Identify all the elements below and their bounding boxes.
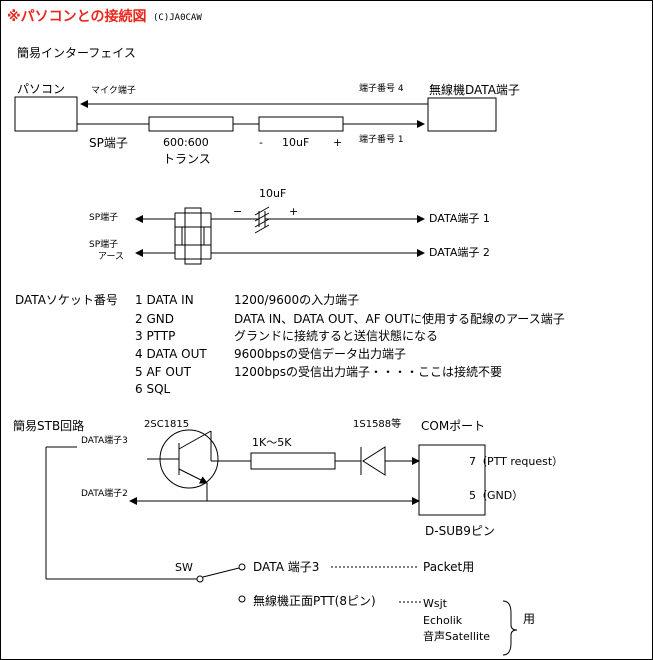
switch-lever bbox=[202, 567, 240, 578]
radio-data-label: 無線機DATA端子 bbox=[429, 83, 520, 97]
cable-cap-value: 10uF bbox=[259, 187, 287, 200]
terminal-1-label: 端子番号 1 bbox=[359, 135, 404, 145]
com-port-label: COMポート bbox=[421, 419, 486, 433]
emitter bbox=[178, 468, 208, 484]
socket-desc: グランドに接続すると送信状態になる bbox=[234, 329, 439, 343]
stb-data-terminal-2: DATA端子2 bbox=[81, 489, 128, 499]
socket-pin: 3 PTTP bbox=[135, 329, 176, 343]
socket-pin: 5 AF OUT bbox=[135, 365, 191, 379]
stb-data-terminal-3: DATA端子3 bbox=[81, 436, 128, 446]
sp-terminal-label: SP端子 bbox=[89, 136, 128, 150]
page-title: ※パソコンとの接続図 bbox=[7, 9, 147, 25]
collector bbox=[178, 430, 212, 450]
socket-pin: 6 SQL bbox=[135, 382, 171, 396]
terminal-4-label: 端子番号 4 bbox=[359, 84, 404, 94]
app-voice-satellite: 音声Satellite bbox=[423, 630, 491, 643]
diode-symbol bbox=[362, 446, 386, 476]
pc-label: パソコン bbox=[17, 82, 66, 96]
pc-box bbox=[14, 96, 78, 132]
cable-cap-plus: + bbox=[289, 205, 299, 218]
cap-minus: - bbox=[259, 136, 263, 149]
packet-use-label: Packet用 bbox=[423, 560, 475, 574]
pos2-dash bbox=[399, 601, 421, 603]
transformer-label: トランス bbox=[163, 152, 211, 166]
transformer-ratio: 600:600 bbox=[163, 136, 209, 149]
ground-label: アース bbox=[98, 252, 125, 262]
plug-body bbox=[184, 207, 202, 265]
credit: (C)JA0CAW bbox=[153, 13, 202, 23]
socket-heading: DATAソケット番号 bbox=[15, 293, 118, 307]
socket-desc: 1200bpsの受信出力端子・・・・ここは接続不要 bbox=[234, 365, 503, 379]
switch-pos-2-label: 無線機正面PTT(8ピン) bbox=[253, 594, 376, 608]
com-pin-7: 7（PTT request） bbox=[469, 455, 564, 468]
capacitor-box bbox=[258, 116, 344, 132]
stb-heading: 簡易STB回路 bbox=[13, 419, 85, 433]
app-echolik: Echolik bbox=[423, 614, 463, 627]
sp-terminal-2: SP端子 bbox=[89, 240, 119, 250]
mic-terminal-label: マイク端子 bbox=[91, 86, 136, 96]
radio-data-box bbox=[427, 97, 497, 132]
d-sub9-label: D-SUB9ピン bbox=[425, 524, 495, 538]
socket-desc: DATA IN、DATA OUT、AF OUTに使用する配線のアース端子 bbox=[234, 312, 565, 326]
apps-use-label: 用 bbox=[523, 612, 536, 626]
transformer-box bbox=[148, 116, 234, 132]
socket-pin: 1 DATA IN bbox=[135, 293, 194, 307]
socket-pin: 4 DATA OUT bbox=[135, 347, 207, 361]
switch-pos-2 bbox=[238, 595, 246, 603]
cable-cap-minus: − bbox=[233, 205, 243, 218]
resistor-label: 1K～5K bbox=[252, 436, 292, 449]
cap-value: 10uF bbox=[282, 136, 310, 149]
sp-terminal-1: SP端子 bbox=[89, 213, 119, 223]
cap-plus: + bbox=[333, 136, 343, 149]
app-wsjt: Wsjt bbox=[423, 597, 447, 610]
socket-desc: 1200/9600の入力端子 bbox=[234, 293, 360, 307]
data-terminal-2: DATA端子 2 bbox=[429, 246, 490, 259]
resistor-box bbox=[250, 452, 336, 470]
switch-common bbox=[196, 575, 204, 583]
data-terminal-1: DATA端子 1 bbox=[429, 212, 490, 225]
diode-label: 1S1588等 bbox=[353, 419, 402, 430]
switch-pos-1-label: DATA 端子3 bbox=[253, 560, 320, 574]
com-port-box bbox=[418, 444, 486, 516]
com-pin-5: 5（GND） bbox=[469, 489, 524, 502]
socket-pin: 2 GND bbox=[135, 312, 174, 326]
simple-interface-heading: 簡易インターフェイス bbox=[17, 46, 136, 60]
switch-label: SW bbox=[175, 561, 193, 574]
switch-pos-1 bbox=[238, 563, 246, 571]
apps-brace bbox=[502, 600, 518, 656]
socket-desc: 9600bpsの受信データ出力端子 bbox=[234, 347, 407, 361]
transistor-label: 2SC1815 bbox=[144, 419, 190, 430]
